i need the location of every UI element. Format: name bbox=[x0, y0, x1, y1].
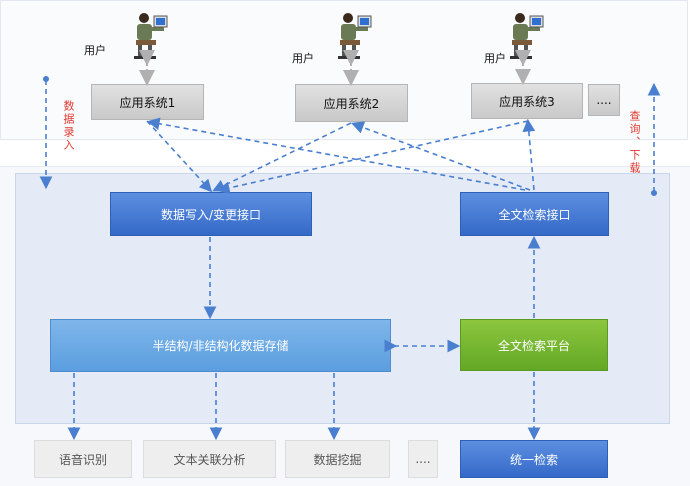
user-label: 用户 bbox=[292, 52, 314, 65]
query-download-label: 查询、下载 bbox=[628, 110, 641, 175]
speech-recognition-box: 语音识别 bbox=[34, 440, 132, 478]
app-system-more: .... bbox=[588, 84, 620, 116]
data-mining-box: 数据挖掘 bbox=[285, 440, 390, 478]
storage-box: 半结构/非结构化数据存储 bbox=[50, 319, 391, 372]
bottom-more-box: .... bbox=[408, 440, 438, 478]
text-association-box: 文本关联分析 bbox=[143, 440, 276, 478]
search-platform-box: 全文检索平台 bbox=[460, 319, 608, 371]
unified-search-box: 统一检索 bbox=[460, 440, 608, 478]
write-interface-box: 数据写入/变更接口 bbox=[110, 192, 312, 236]
data-entry-label: 数据录入 bbox=[62, 100, 75, 152]
app-system-3: 应用系统3 bbox=[471, 83, 583, 119]
user-label: 用户 bbox=[484, 52, 506, 65]
user-label: 用户 bbox=[84, 44, 106, 57]
search-interface-box: 全文检索接口 bbox=[460, 192, 609, 236]
app-system-2: 应用系统2 bbox=[295, 84, 408, 122]
